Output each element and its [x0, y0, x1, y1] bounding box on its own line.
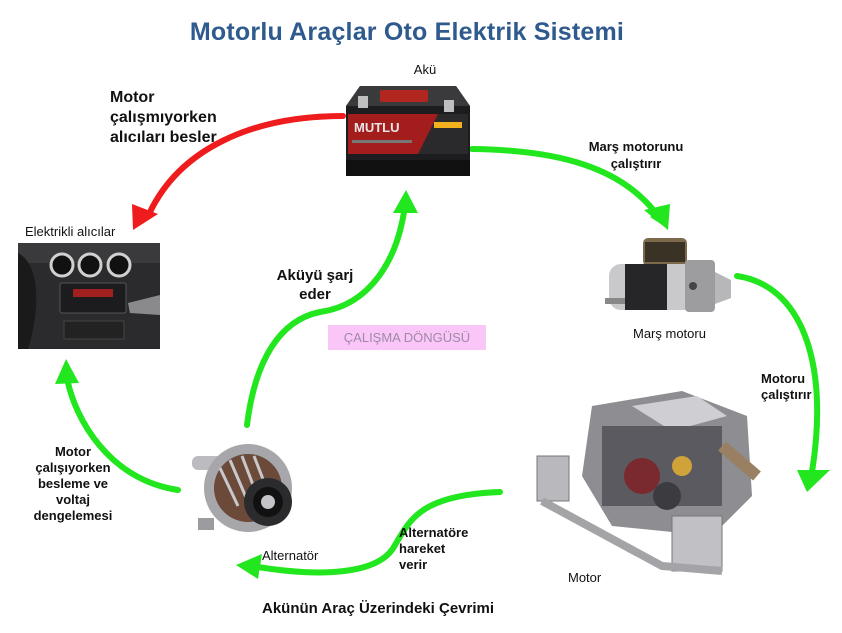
- flow-line: verir: [399, 557, 428, 572]
- flow-line: besleme ve: [37, 476, 109, 491]
- arrow-alternator-to-consumers: [64, 375, 181, 493]
- flow-line: Marş motorunu: [588, 139, 684, 154]
- car-dashboard-icon: [18, 243, 160, 349]
- arrowhead-consumers-green: [55, 359, 79, 384]
- arrowhead-consumers: [132, 204, 158, 230]
- flow-line: dengelemesi: [33, 508, 113, 523]
- arrowhead-alternator: [236, 554, 262, 579]
- flow-line: Alternatöre: [399, 525, 469, 540]
- flow-line: alıcıları besler: [110, 129, 217, 146]
- flow-label-starter-to-engine: Motoru çalıştırır: [761, 371, 812, 403]
- arrow-battery-to-consumers: [147, 113, 346, 215]
- starter-motor-icon: [605, 238, 731, 312]
- diagram-title: Motorlu Araçlar Oto Elektrik Sistemi: [189, 18, 625, 46]
- cycle-badge: ÇALIŞMA DÖNGÜSÜ: [328, 325, 486, 350]
- diagram-footer: Akünün Araç Üzerindeki Çevrimi: [262, 600, 495, 617]
- flow-label-alternator-to-battery: Aküyü şarj eder: [270, 266, 360, 304]
- flow-label-battery-to-starter: Marş motorunu çalıştırır: [574, 138, 698, 172]
- flow-line: voltaj: [56, 492, 90, 507]
- flow-label-battery-to-consumers: Motor çalışmıyorken alıcıları besler: [110, 88, 217, 148]
- arrow-alternator-to-battery: [244, 202, 408, 428]
- alternator-label: Alternatör: [262, 548, 319, 563]
- car-battery-icon: MUTLU: [346, 86, 470, 176]
- flow-line: çalıştırır: [761, 387, 812, 402]
- battery-label: Akü: [413, 62, 437, 77]
- flow-line: çalışmıyorken: [110, 109, 217, 126]
- starter-label: Marş motoru: [633, 326, 706, 341]
- alternator-icon: [192, 444, 292, 532]
- flow-line: çalıştırır: [610, 156, 662, 171]
- engine-icon: [536, 391, 761, 575]
- battery-brand: MUTLU: [354, 120, 400, 135]
- arrow-starter-to-engine: [734, 273, 821, 475]
- flow-line: Motor: [110, 89, 155, 106]
- flow-line: eder: [299, 286, 331, 303]
- flow-line: Aküyü şarj: [276, 267, 354, 284]
- consumers-label: Elektrikli alıcılar: [25, 224, 116, 239]
- arrowhead-battery: [393, 190, 418, 213]
- engine-label: Motor: [568, 570, 602, 585]
- flow-line: hareket: [399, 541, 446, 556]
- arrow-battery-to-starter: [469, 146, 658, 215]
- flow-line: Motoru: [761, 371, 806, 386]
- arrowhead-starter-fill: [644, 204, 670, 230]
- arrow-engine-to-alternator: [255, 489, 503, 576]
- flow-line: çalışıyorken: [35, 460, 111, 475]
- flow-label-engine-to-alternator: Alternatöre hareket verir: [399, 525, 468, 573]
- flow-line: Motor: [54, 444, 92, 459]
- arrowhead-engine: [797, 470, 830, 492]
- flow-label-alternator-to-consumers: Motor çalışıyorken besleme ve voltaj den…: [26, 444, 120, 524]
